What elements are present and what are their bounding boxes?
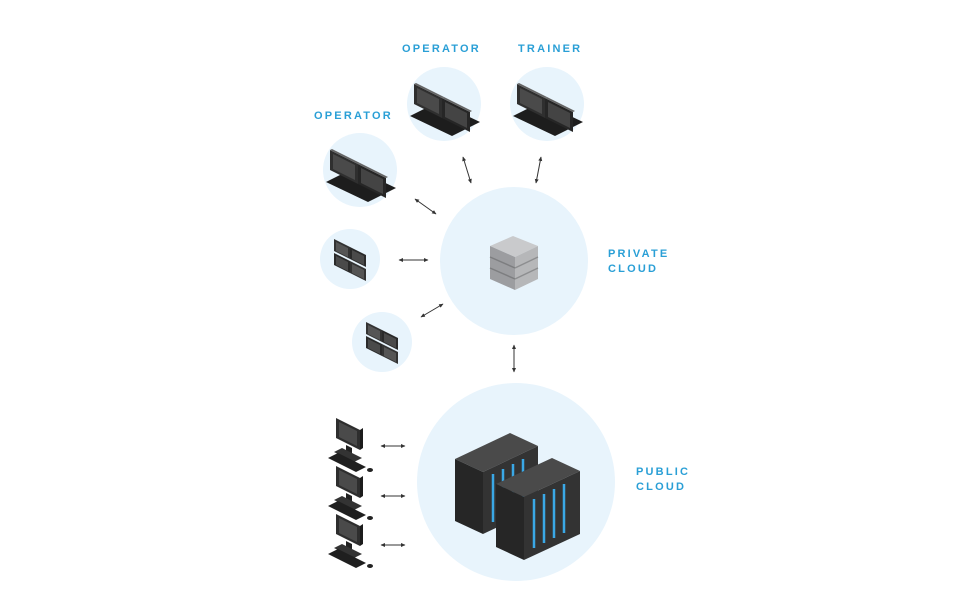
double-arrow-icon — [414, 198, 437, 215]
double-arrow-icon — [534, 156, 543, 184]
private-cloud-label-line2: CLOUD — [608, 263, 659, 275]
public-cloud-label-line2: CLOUD — [636, 481, 687, 493]
double-arrow-icon — [420, 303, 444, 318]
server-rack-icon — [455, 433, 580, 560]
operator-left-label: OPERATOR — [314, 110, 393, 122]
double-arrow-icon — [462, 156, 472, 184]
workstation-icon — [328, 418, 373, 472]
workstation-icon — [328, 466, 373, 520]
operator-top-label: OPERATOR — [402, 43, 481, 55]
private-cloud-label-line1: PRIVATE — [608, 248, 670, 260]
trainer-label: TRAINER — [518, 43, 583, 55]
server-stack-icon — [489, 236, 539, 290]
public-cloud-label-line1: PUBLIC — [636, 466, 691, 478]
workstation-icon — [328, 514, 373, 568]
